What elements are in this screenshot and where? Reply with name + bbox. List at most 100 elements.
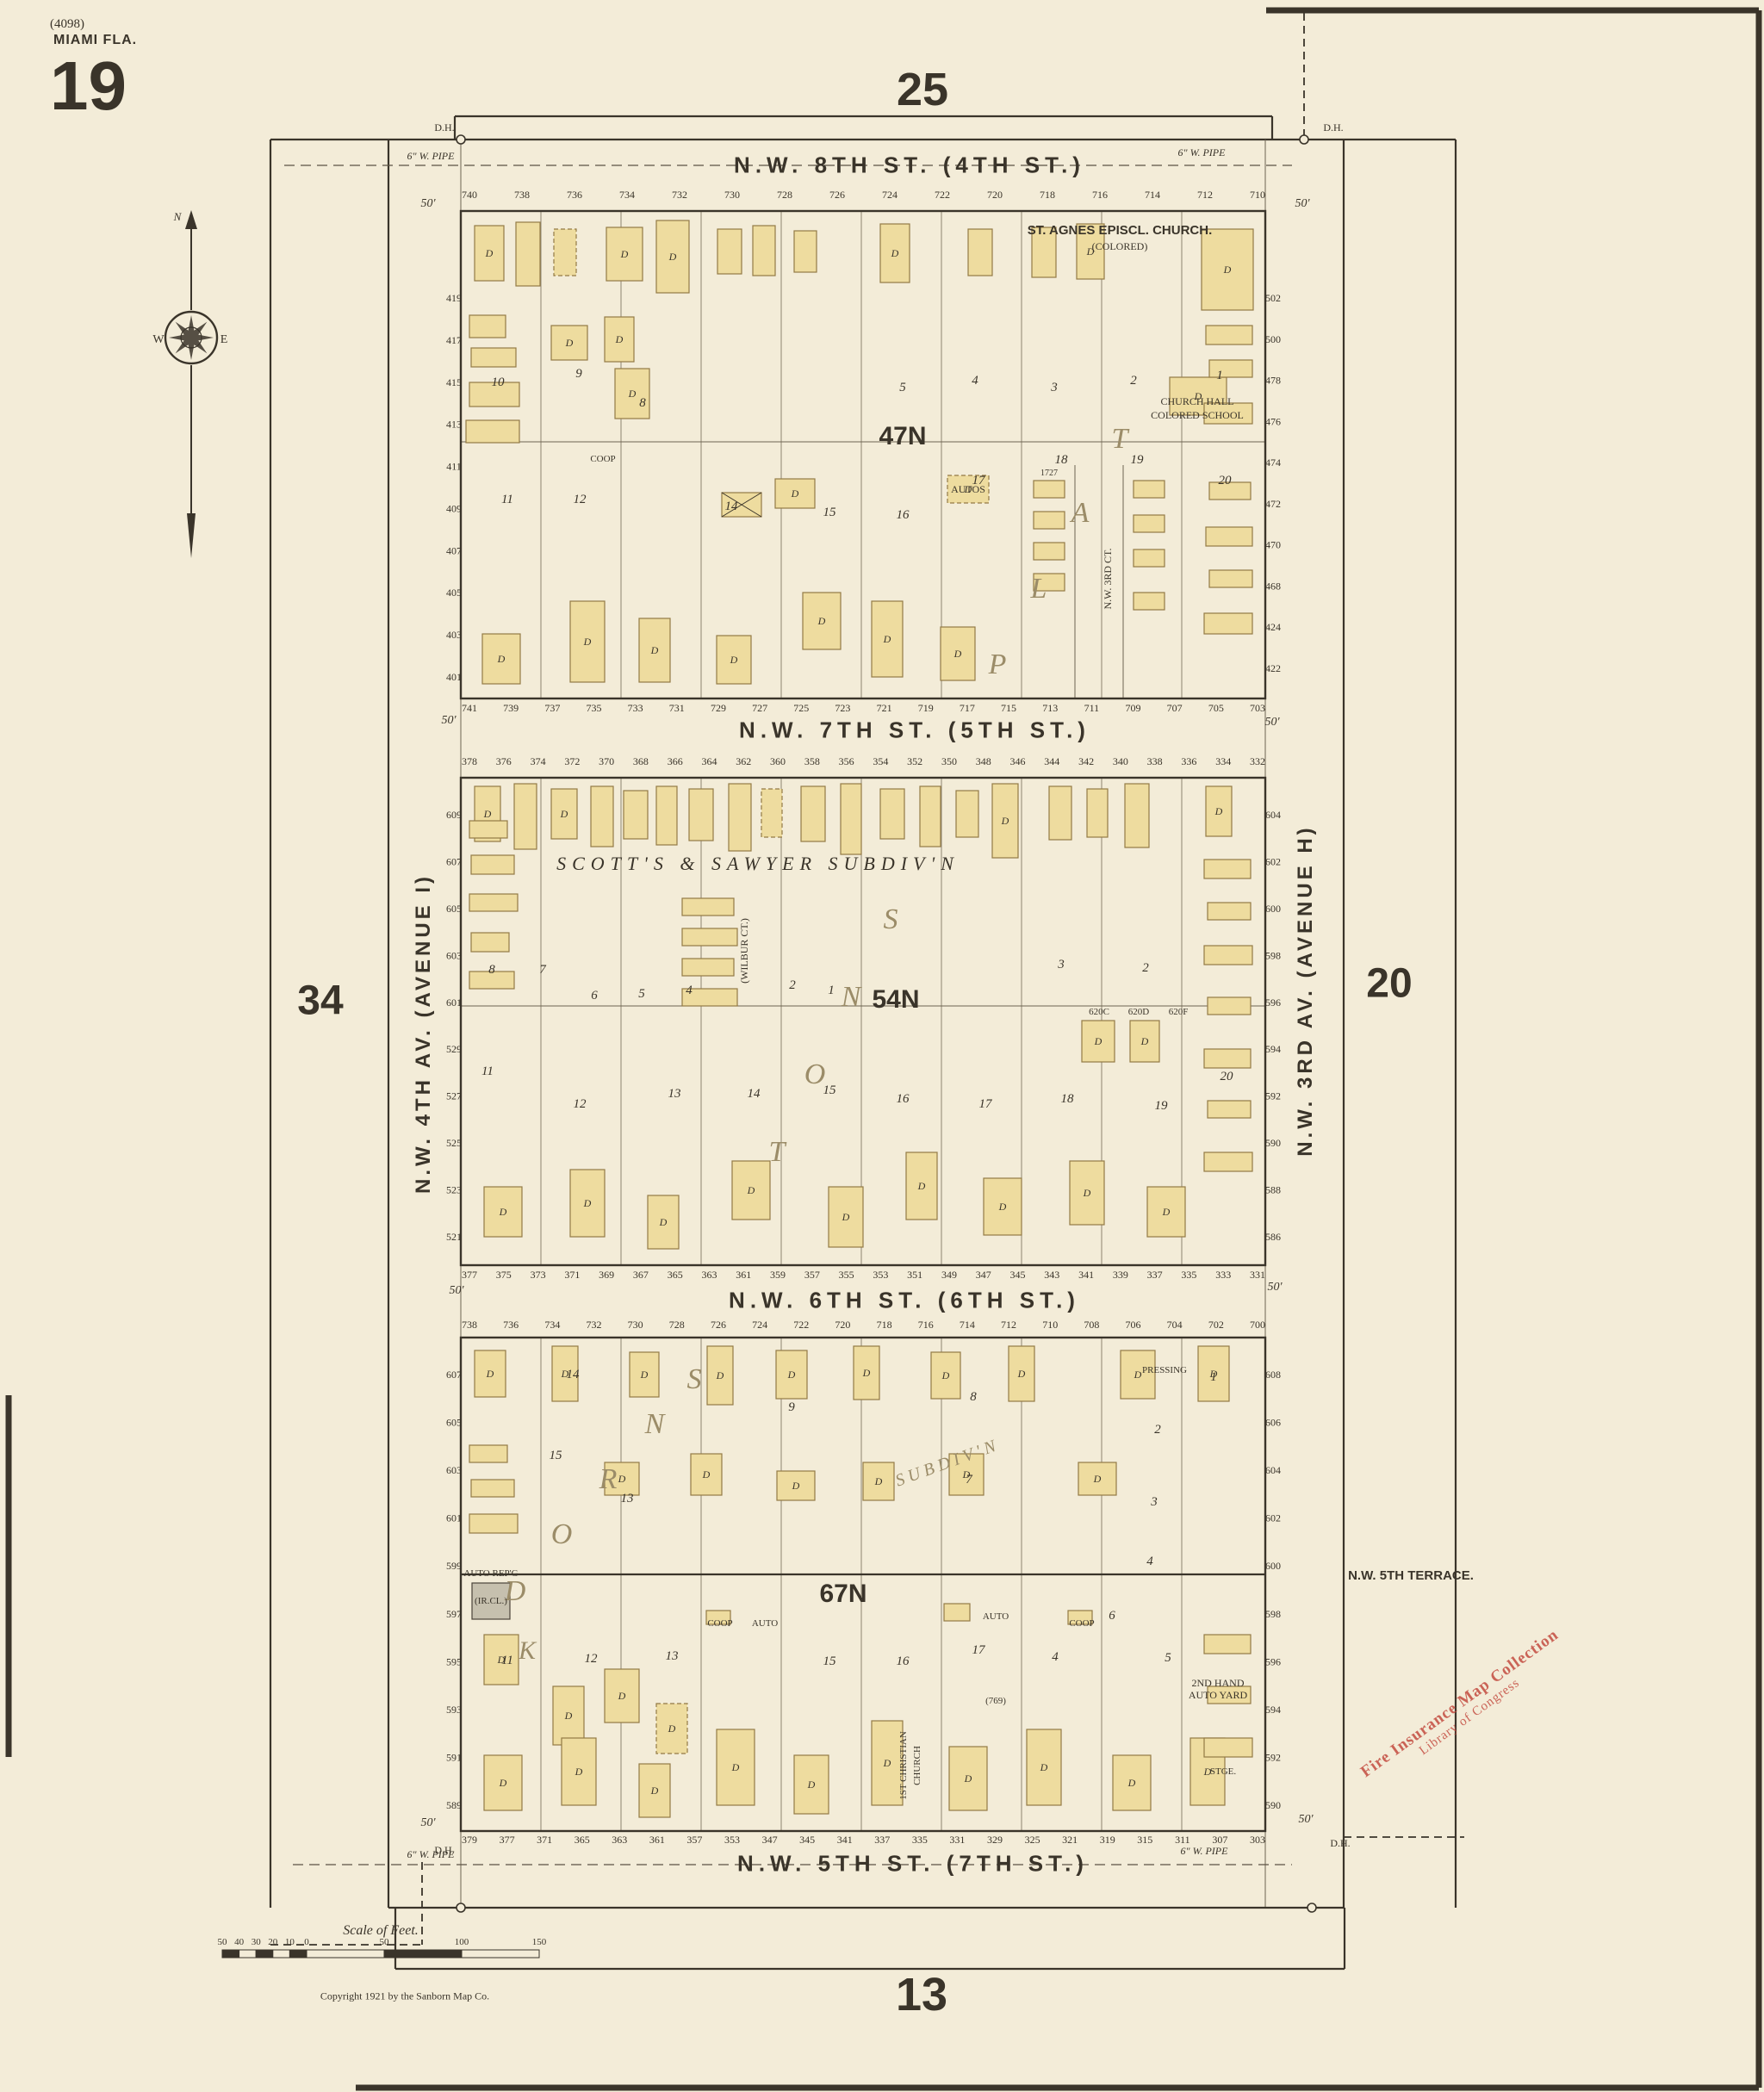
house-number: 594 — [1265, 1043, 1281, 1055]
map-label: D — [504, 1575, 526, 1607]
house-number: 529 — [446, 1043, 462, 1055]
building-footprint — [655, 220, 690, 294]
building-footprint — [705, 1610, 731, 1625]
house-number: 705 — [1208, 702, 1224, 714]
sheet-number: 19 — [50, 47, 127, 124]
building-footprint — [629, 1351, 660, 1398]
house-number: 500 — [1265, 333, 1281, 345]
house-number: 741 — [462, 702, 477, 714]
house-number: 707 — [1167, 702, 1183, 714]
house-number: 738 — [462, 1319, 477, 1331]
map-label: 19 — [1155, 1099, 1169, 1113]
house-number: 734 — [619, 189, 635, 201]
compass-letter-e: E — [220, 333, 228, 346]
house-number: 329 — [987, 1834, 1003, 1846]
building-footprint — [1208, 359, 1253, 378]
map-label: 12 — [585, 1652, 599, 1666]
building-footprint — [1203, 402, 1253, 425]
house-number: 359 — [770, 1269, 786, 1281]
house-number: 345 — [799, 1834, 815, 1846]
house-number: 724 — [882, 189, 898, 201]
map-label: 50' — [1265, 716, 1281, 729]
dwelling-marker: D — [883, 633, 891, 645]
house-number: 364 — [701, 755, 717, 767]
building-footprint — [469, 893, 519, 912]
house-number: 344 — [1044, 755, 1059, 767]
compass-tail — [187, 513, 196, 558]
building-footprint — [606, 227, 643, 282]
building-footprint — [947, 475, 990, 504]
map-label: 6" W. PIPE — [407, 1848, 456, 1860]
house-number: 375 — [496, 1269, 512, 1281]
house-number: 596 — [1265, 1655, 1281, 1667]
building-footprint — [1201, 228, 1254, 311]
dwelling-marker: D — [485, 247, 494, 259]
house-number: 371 — [564, 1269, 580, 1281]
building-cross-mark — [721, 492, 762, 518]
building-footprint — [1203, 1737, 1253, 1758]
scale-bar-segment — [255, 1949, 274, 1959]
building-footprint — [828, 1186, 864, 1248]
house-number: 419 — [446, 292, 462, 304]
house-number: 720 — [835, 1319, 850, 1331]
dwelling-marker: D — [483, 808, 492, 820]
house-number: 728 — [669, 1319, 685, 1331]
map-label: 16 — [897, 508, 910, 522]
map-label: 4 — [686, 984, 693, 997]
dwelling-marker: D — [1040, 1761, 1048, 1773]
building-footprint — [483, 1186, 523, 1238]
house-number: 736 — [567, 189, 582, 201]
building-footprint — [991, 783, 1019, 859]
house-number: 347 — [762, 1834, 778, 1846]
map-label: 1 — [1210, 1370, 1217, 1384]
map-label: 2 — [1142, 961, 1149, 975]
building-footprint — [515, 221, 541, 287]
building-footprint — [513, 783, 537, 850]
house-number: 478 — [1265, 375, 1281, 387]
building-footprint — [561, 1737, 597, 1806]
building-footprint — [655, 785, 678, 846]
house-number: 521 — [446, 1231, 462, 1243]
map-label: 9 — [788, 1400, 795, 1414]
building-footprint — [469, 820, 508, 839]
map-label: N.W. 3RD CT. — [1102, 548, 1114, 609]
building-footprint — [1033, 480, 1065, 499]
map-label: R — [599, 1463, 618, 1495]
map-label: 17 — [979, 1097, 994, 1111]
house-number: 527 — [446, 1090, 462, 1102]
map-label: O — [804, 1058, 826, 1090]
house-number: 371 — [537, 1834, 552, 1846]
dwelling-marker: D — [787, 1369, 796, 1381]
map-label: AUTO YARD — [1189, 1689, 1248, 1701]
building-footprint — [1067, 1610, 1093, 1625]
map-label: 8 — [488, 963, 495, 977]
house-number: 702 — [1208, 1319, 1224, 1331]
house-number: 726 — [829, 189, 845, 201]
building-footprint — [681, 928, 738, 947]
adjacent-sheet-left: 34 — [297, 978, 344, 1024]
map-label: D.H. — [1323, 121, 1343, 133]
map-label: 14 — [567, 1368, 581, 1381]
house-number: 340 — [1113, 755, 1128, 767]
map-label: T — [769, 1136, 787, 1168]
building-footprint — [943, 1603, 971, 1622]
house-number: 595 — [446, 1655, 462, 1667]
house-number: 716 — [918, 1319, 934, 1331]
dwelling-marker: D — [499, 1777, 507, 1789]
building-footprint — [655, 1703, 688, 1754]
dwelling-marker: D — [917, 1180, 926, 1192]
house-number: 332 — [1250, 755, 1265, 767]
scale-bar-segment — [383, 1949, 463, 1959]
house-number: 370 — [599, 755, 614, 767]
house-number: 353 — [724, 1834, 740, 1846]
dwelling-marker: D — [1162, 1206, 1171, 1218]
dwelling-marker: D — [1194, 390, 1202, 402]
building-footprint — [1124, 783, 1150, 848]
building-footprint — [1033, 511, 1065, 530]
dwelling-marker: D — [1093, 1473, 1102, 1485]
house-number: 604 — [1265, 1464, 1281, 1476]
street-label-nw-6th: N.W. 6TH ST. (6TH ST.) — [729, 1287, 1080, 1313]
house-number: 726 — [711, 1319, 726, 1331]
house-number: 730 — [628, 1319, 643, 1331]
house-number: 602 — [1265, 1512, 1281, 1524]
